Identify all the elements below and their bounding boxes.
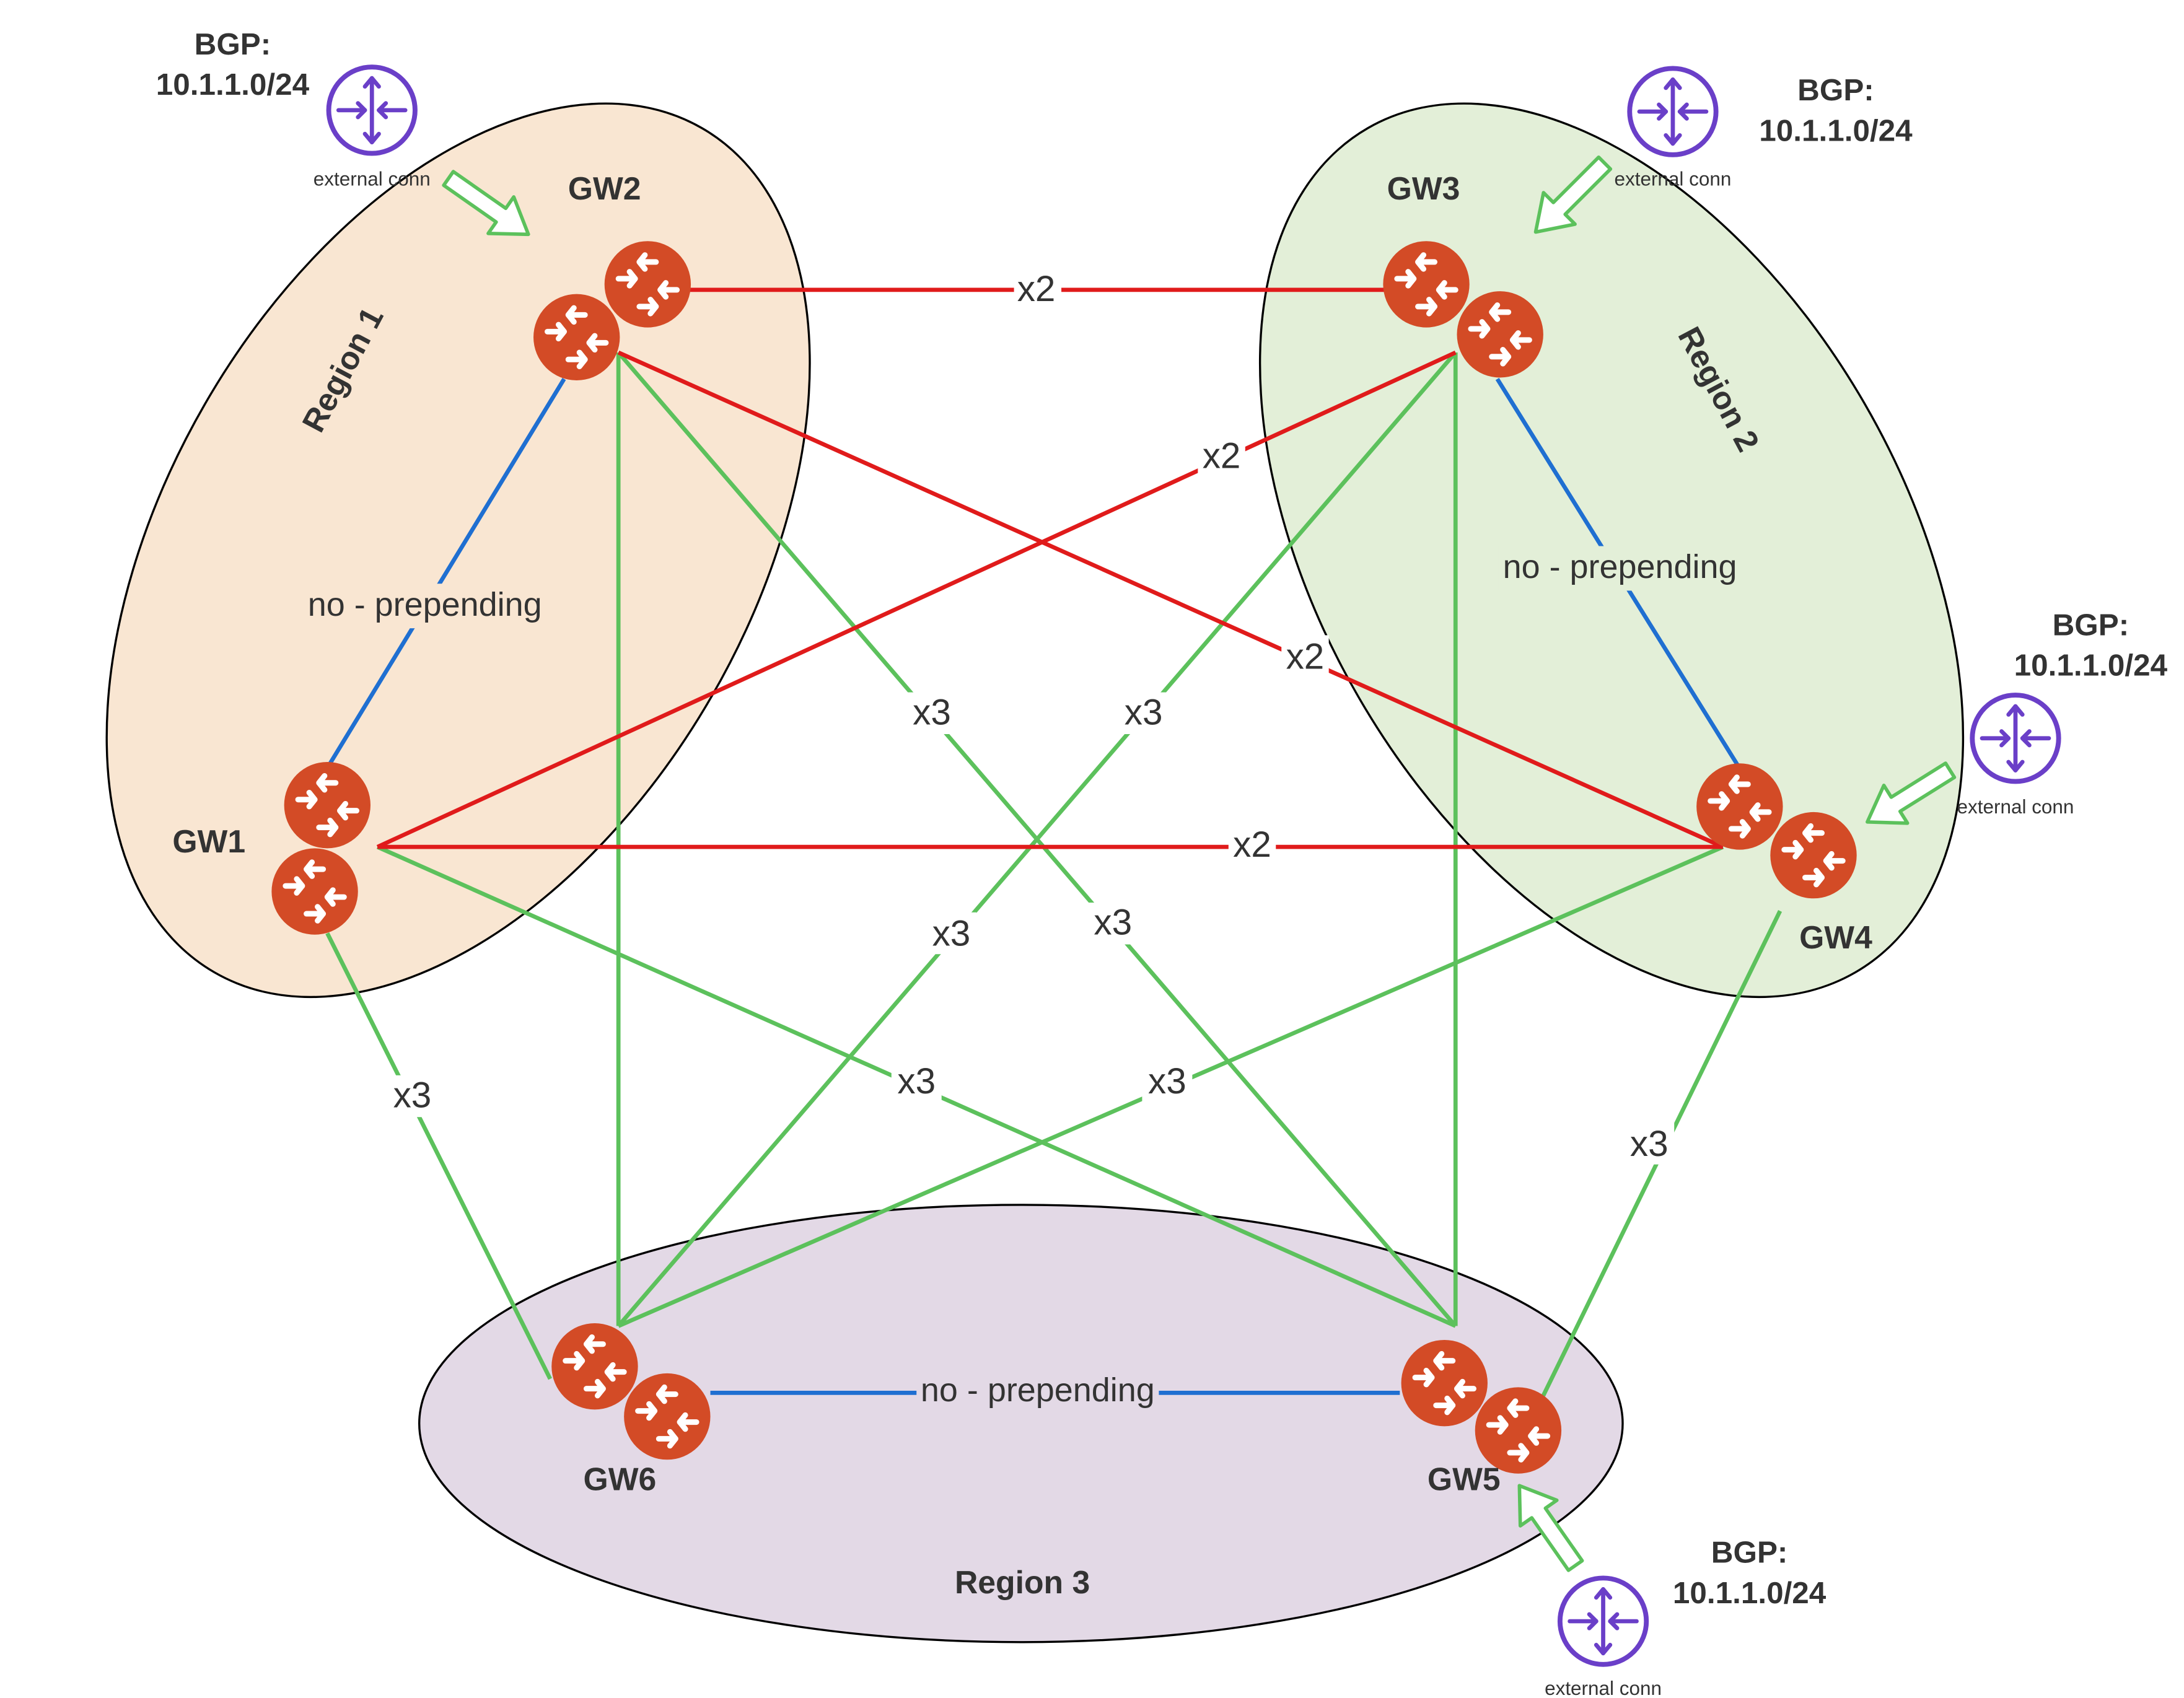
ext-gw4-bgp-title: BGP:: [2053, 608, 2129, 642]
label-x3-center-right: x3: [1094, 903, 1132, 943]
external-router-icon: [1629, 68, 1716, 154]
label-gw2-gw3: x2: [1017, 269, 1056, 309]
label-gw4-gw5: x3: [1630, 1124, 1669, 1164]
router-icon: [605, 241, 691, 327]
ext-gw5: external conn BGP: 10.1.1.0/24: [1501, 1473, 1827, 1698]
region1-shape: [105, 102, 811, 999]
ext-gw2: external conn BGP: 10.1.1.0/24: [156, 27, 542, 253]
router-icon: [1401, 1340, 1488, 1426]
region3-shape: [418, 1204, 1624, 1643]
external-router-icon: [1972, 695, 2058, 781]
link-gw2-gw1: [328, 378, 566, 764]
ext-gw3-bgp-title: BGP:: [1797, 73, 1874, 107]
gw5-label: GW5: [1427, 1461, 1501, 1497]
router-icon: [284, 762, 371, 848]
router-icon: [551, 1323, 638, 1409]
label-gw1-gw6: x3: [393, 1075, 432, 1116]
gw3-label: GW3: [1387, 170, 1460, 206]
ext-gw4-conn-label: external conn: [1957, 796, 2074, 818]
gw6-label: GW6: [584, 1461, 657, 1497]
ext-gw2-conn-label: external conn: [314, 168, 431, 190]
label-gw3-gw6: x3: [1125, 692, 1163, 732]
label-gw2-gw5: x3: [913, 692, 951, 732]
ext-gw3-bgp-prefix: 10.1.1.0/24: [1759, 113, 1913, 147]
ext-gw2-bgp-title: BGP:: [195, 27, 271, 61]
label-gw3-gw4: no - prepending: [1503, 548, 1737, 585]
ext-gw5-bgp-title: BGP:: [1711, 1536, 1788, 1570]
ext-gw4-bgp-prefix: 10.1.1.0/24: [2014, 649, 2168, 683]
ext-gw5-conn-label: external conn: [1545, 1678, 1662, 1698]
ext-gw4: external conn BGP: 10.1.1.0/24: [1856, 608, 2168, 841]
router-icon: [533, 294, 620, 380]
link-gw1-gw6: [325, 932, 553, 1380]
label-gw1-gw5: x3: [897, 1061, 936, 1101]
link-gw2-gw4: [617, 350, 1724, 849]
gw2-label: GW2: [568, 170, 641, 206]
gw1-label: GW1: [172, 823, 245, 859]
link-gw3-gw6: [616, 351, 1457, 1328]
router-icon: [1696, 763, 1783, 849]
router-icon: [271, 848, 357, 934]
router-icon: [1770, 812, 1856, 898]
router-icon: [1383, 241, 1469, 327]
gw4-label: GW4: [1799, 919, 1872, 955]
router-icon: [1457, 291, 1543, 377]
label-gw6-gw5: no - prepending: [921, 1372, 1155, 1409]
x2-links: [376, 287, 1724, 849]
ext-gw3-conn-label: external conn: [1614, 168, 1731, 190]
ext-gw2-bgp-prefix: 10.1.1.0/24: [156, 68, 310, 102]
link-gw1-gw3: [376, 350, 1457, 849]
label-gw1-gw4: x2: [1233, 825, 1271, 865]
external-router-icon: [329, 67, 415, 153]
ext-gw5-bgp-prefix: 10.1.1.0/24: [1673, 1576, 1827, 1610]
router-icon: [624, 1373, 710, 1459]
label-x3-center-left: x3: [932, 914, 971, 954]
ext-gw3: external conn BGP: 10.1.1.0/24: [1520, 68, 1913, 248]
label-gw4-gw6: x3: [1148, 1061, 1186, 1101]
region3-label: Region 3: [955, 1564, 1090, 1600]
label-gw1-gw3: x2: [1203, 436, 1241, 476]
label-gw2-gw4: x2: [1286, 636, 1325, 676]
external-router-icon: [1560, 1578, 1646, 1664]
label-gw2-gw1: no - prepending: [308, 586, 542, 623]
